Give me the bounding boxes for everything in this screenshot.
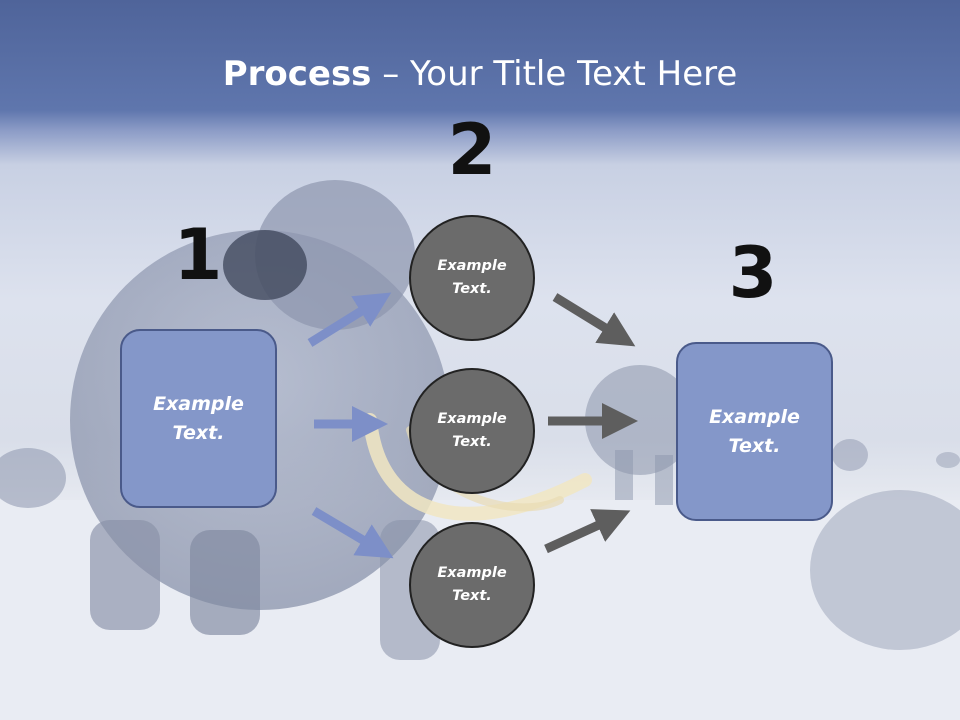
slide-title: Process – Your Title Text Here xyxy=(0,52,960,96)
step-1-box: Example Text. xyxy=(120,329,277,508)
step-2-circle-3: Example Text. xyxy=(409,522,535,648)
arrow-1-to-circle-1 xyxy=(307,292,392,347)
distant-bison-left xyxy=(0,448,66,508)
mammoth-head xyxy=(255,180,415,330)
title-bold: Process xyxy=(222,54,372,94)
mammoth-tusk xyxy=(363,413,592,521)
shrub-right xyxy=(810,490,960,650)
mammoth-leg-1 xyxy=(90,520,160,630)
mammoth-ear xyxy=(223,230,307,300)
step-number-2: 2 xyxy=(447,109,497,191)
arrow-1-to-circle-3 xyxy=(311,507,394,559)
step-2-circle-2-label: Example Text. xyxy=(437,411,507,450)
step-2-circle-1: Example Text. xyxy=(409,215,535,341)
step-3-label: Example Text. xyxy=(709,405,800,457)
step-1-label: Example Text. xyxy=(153,392,244,444)
title-rest: – Your Title Text Here xyxy=(371,54,738,94)
arrow-circle-1-to-3 xyxy=(552,293,636,347)
step-2-circle-2: Example Text. xyxy=(409,368,535,494)
step-number-1: 1 xyxy=(173,214,223,296)
step-3-box: Example Text. xyxy=(676,342,833,521)
distant-bison-right xyxy=(832,439,868,471)
distant-mammoth-leg-2 xyxy=(655,455,673,505)
mammoth-leg-2 xyxy=(190,530,260,635)
step-2-circle-3-label: Example Text. xyxy=(437,565,507,604)
step-2-circle-1-label: Example Text. xyxy=(437,258,507,297)
distant-mammoth-leg xyxy=(615,450,633,500)
distant-bison-far xyxy=(936,452,960,468)
distant-mammoth-body xyxy=(585,365,695,475)
step-number-3: 3 xyxy=(728,232,778,314)
arrow-circle-3-to-3 xyxy=(544,509,631,554)
